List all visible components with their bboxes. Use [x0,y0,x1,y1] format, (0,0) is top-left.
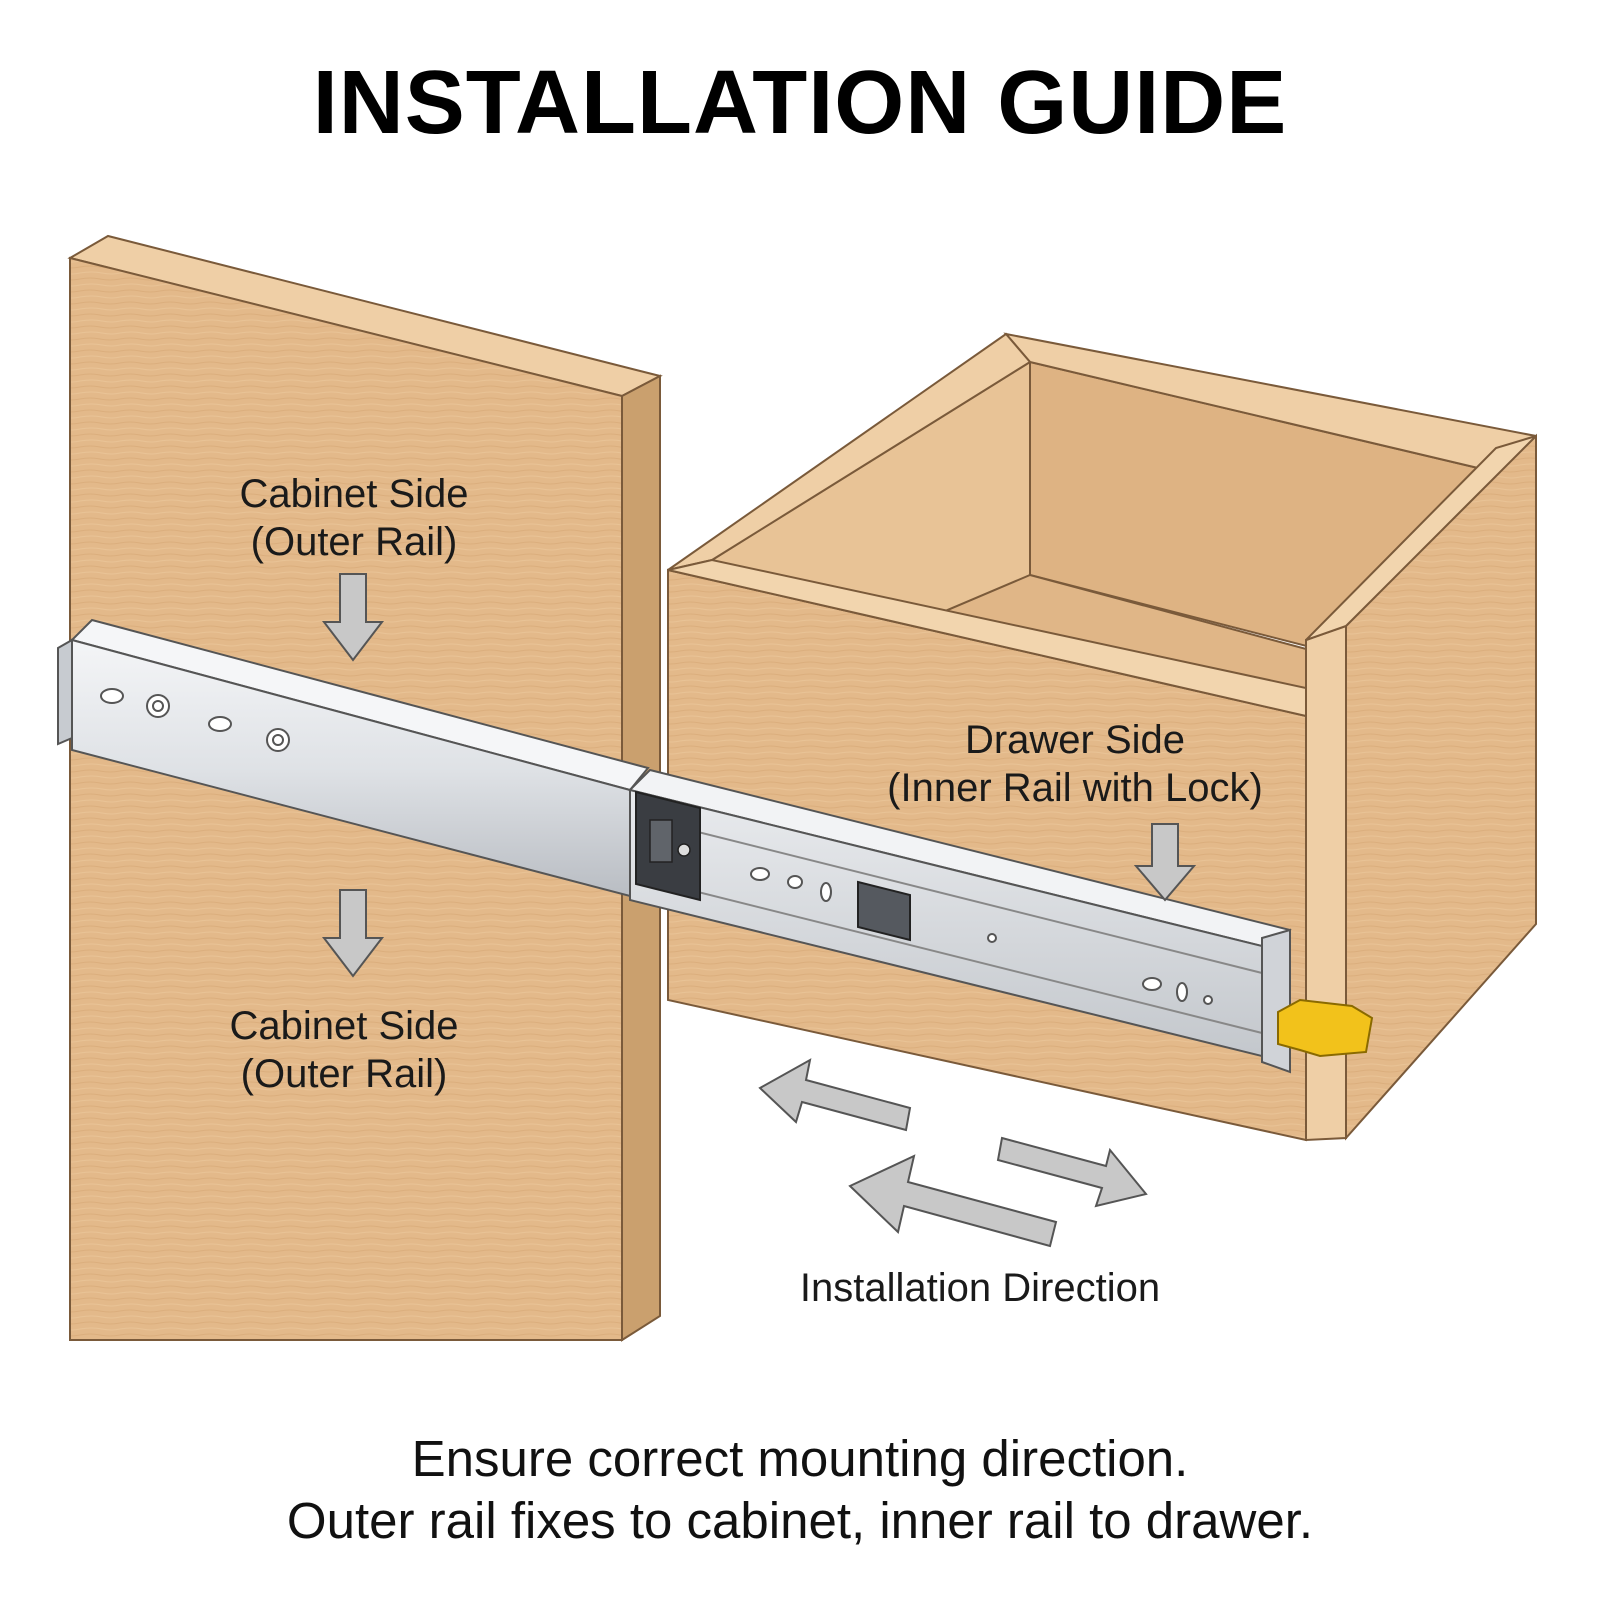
rail-slot-hole [100,688,124,704]
inner-rail-holes [750,867,1213,1005]
release-tab [857,880,911,942]
rail-slot-hole [787,875,803,889]
drawer-front-edge [1305,624,1347,1142]
cabinet-side-top-label: Cabinet Side (Outer Rail) [214,470,494,566]
installation-direction-label: Installation Direction [799,1266,1161,1310]
rail-slot-hole [750,867,770,881]
outer-rail [57,618,650,898]
cabinet-side-bottom-line1: Cabinet Side [229,1004,459,1048]
left-arrow-icon [848,1154,1058,1248]
retainer-screw [677,843,691,857]
retainer-clip [649,819,673,863]
down-arrow-icon [1133,823,1197,902]
page-title: INSTALLATION GUIDE [312,53,1288,153]
right-arrow-icon [996,1136,1148,1208]
drawer-front-top-edge [1305,435,1537,641]
inner-rail-end-cap [1261,928,1291,1074]
cabinet-side-bottom-line2: (Outer Rail) [240,1052,448,1096]
left-arrow-icon [758,1058,912,1132]
inner-rail [628,768,1292,1074]
rail-slot-hole [820,882,832,902]
cabinet-side-top-line2: (Outer Rail) [250,520,458,564]
outer-rail-holes [100,688,290,752]
footer-line1: Ensure correct mounting direction. [411,1430,1189,1487]
footer-note: Ensure correct mounting direction. Outer… [0,1428,1600,1552]
rail-screw-hole-inner [152,700,164,712]
inner-rail-groove [649,819,1271,976]
drawer-side-label: Drawer Side (Inner Rail with Lock) [860,716,1290,812]
rail-slot-hole [1142,977,1162,991]
drawer-side-line2: (Inner Rail with Lock) [887,766,1263,810]
footer-line2: Outer rail fixes to cabinet, inner rail … [286,1492,1314,1549]
cabinet-side-top-line1: Cabinet Side [239,472,469,516]
inner-rail-groove [649,879,1271,1036]
down-arrow-icon [321,889,385,978]
rail-slot-hole [1176,982,1188,1002]
rail-screw-hole [987,933,997,943]
cabinet-side-bottom-label: Cabinet Side (Outer Rail) [204,1002,484,1098]
rail-slot-hole [208,716,232,732]
lock-lever-icon [1277,998,1374,1058]
outer-rail-end-bracket [57,638,73,746]
down-arrow-icon [321,573,385,662]
rail-screw-hole [1203,995,1213,1005]
drawer-side-line1: Drawer Side [964,718,1186,762]
rail-screw-hole-inner [272,734,284,746]
